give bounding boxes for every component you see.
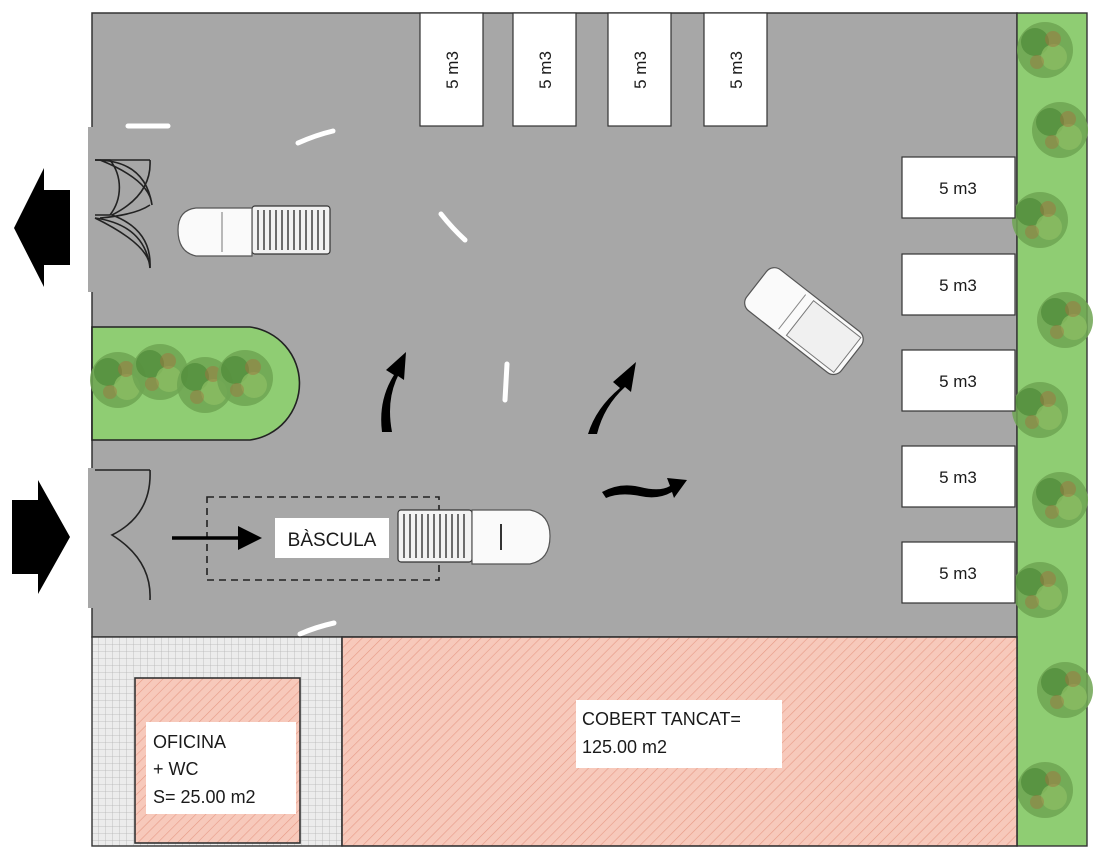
container-top-2: 5 m3 [512,12,577,127]
exit-truck [177,205,331,257]
container-top-4: 5 m3 [703,12,768,127]
office-label-line1: OFICINA [153,732,226,752]
container-right-1: 5 m3 [901,156,1016,219]
covered-shed: COBERT TANCAT= 125.00 m2 [341,636,1018,847]
shed-label-line1: COBERT TANCAT= [582,709,741,729]
flow-arrows [12,168,687,594]
container-top-1: 5 m3 [419,12,484,127]
container-volume-label: 5 m3 [727,51,746,89]
weighbridge-label: BÀSCULA [288,530,377,551]
office-label-line2: + WC [153,759,199,779]
container-volume-label: 5 m3 [939,564,977,583]
container-volume-label: 5 m3 [631,51,650,89]
container-right-2: 5 m3 [901,253,1016,316]
container-volume-label: 5 m3 [939,276,977,295]
entry-arrow-icon [12,480,70,594]
shed-label-line2: 125.00 m2 [582,737,667,757]
container-volume-label: 5 m3 [939,179,977,198]
office-label-line3: S= 25.00 m2 [153,787,256,807]
container-right-3: 5 m3 [901,349,1016,412]
turning-pickup [744,267,864,376]
entry-gate-doors [95,469,151,601]
office-building: OFICINA + WC S= 25.00 m2 [134,677,301,844]
exit-gate-opening [88,127,96,292]
container-right-4: 5 m3 [901,445,1016,508]
green-island [90,326,301,441]
entry-truck [397,509,551,565]
container-right-5: 5 m3 [901,541,1016,604]
exit-arrow-icon [14,168,70,287]
exit-gate-doors [94,159,153,269]
entry-gate-opening [88,468,96,608]
container-volume-label: 5 m3 [536,51,555,89]
container-volume-label: 5 m3 [939,468,977,487]
container-top-3: 5 m3 [607,12,672,127]
container-volume-label: 5 m3 [939,372,977,391]
green-strip [1012,12,1093,847]
container-volume-label: 5 m3 [443,51,462,89]
road-markings [125,123,510,637]
